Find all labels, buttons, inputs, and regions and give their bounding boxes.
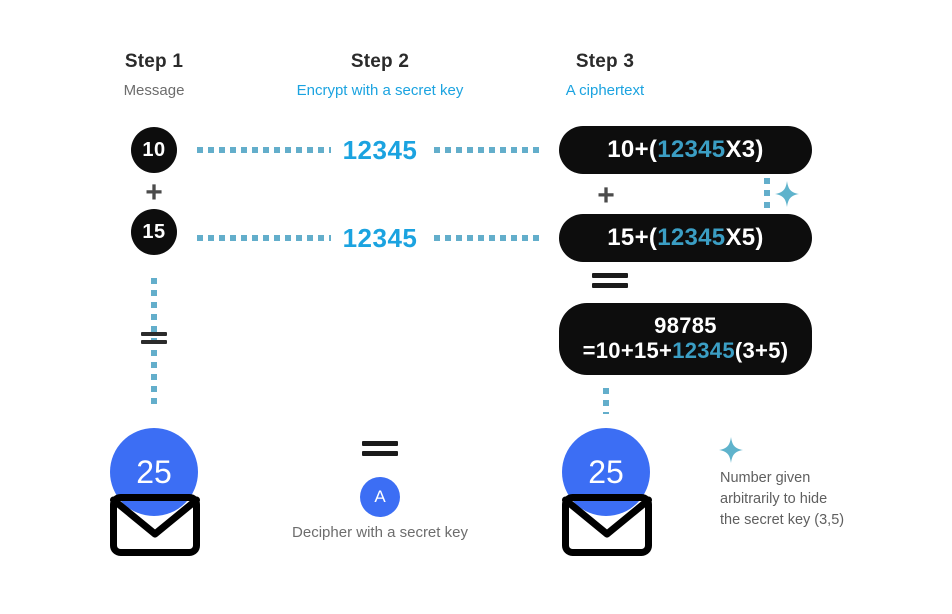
connector-s1-s2-top (197, 147, 331, 153)
pill-bottom-line2-prefix: =10+15+ (582, 338, 673, 363)
pill-bottom-line2-key: 12345 (672, 338, 735, 363)
message-value-15: 15 (131, 209, 177, 255)
pill-mid-multiplier: X5 (725, 223, 756, 251)
step1-result-circle: 25 (110, 428, 198, 516)
secret-key-top: 12345 (342, 135, 418, 165)
ciphertext-pill-top: 10+(12345X3) (559, 126, 812, 174)
pill-mid-open-paren: ( (648, 223, 658, 251)
step3-result-circle: 25 (562, 428, 650, 516)
step-1-subtitle: Message (123, 82, 185, 99)
pill-bottom-line2-suffix: (3+5) (734, 338, 789, 363)
step2-decipher-circle: A (360, 477, 400, 517)
ciphertext-pill-mid: 15+(12345X5) (559, 214, 812, 262)
step-3-subtitle: A ciphertext (565, 82, 645, 99)
pill-top-open-paren: ( (648, 135, 658, 163)
secret-key-bottom: 12345 (342, 223, 418, 253)
legend-line-3: the secret key (3,5) (720, 512, 845, 529)
connector-s2-s3-top (434, 147, 542, 153)
legend-description: Number given arbitrarily to hide the sec… (720, 468, 890, 531)
step2-caption: Decipher with a secret key (292, 524, 468, 541)
step3-envelope-icon (562, 494, 652, 556)
pill-top-close-paren: ) (755, 135, 764, 163)
pill-mid-key: 12345 (657, 223, 726, 251)
step-3-title: Step 3 (575, 51, 635, 72)
step3-vertical-dotted-line (603, 388, 609, 414)
legend-line-1: Number given (720, 470, 811, 486)
step3-plus-operator: + (597, 179, 615, 212)
sparkle-dotted-tick (764, 178, 770, 214)
sparkle-icon-inline (775, 181, 799, 207)
pill-top-prefix: 10+ (607, 135, 649, 163)
connector-s2-s3-bottom (434, 235, 542, 241)
step1-equals-operator (141, 332, 167, 346)
message-value-10: 10 (131, 127, 177, 173)
step-1-title: Step 1 (124, 51, 184, 72)
step1-envelope-icon (110, 494, 200, 556)
pill-top-multiplier: X3 (725, 135, 756, 163)
ciphertext-pill-bottom: 98785 =10+15+12345(3+5) (559, 303, 812, 375)
step1-plus-operator: + (145, 176, 163, 209)
step3-equals-operator (592, 273, 628, 291)
legend-sparkle-icon (719, 437, 743, 463)
pill-top-key: 12345 (657, 135, 726, 163)
step-2-title: Step 2 (350, 51, 410, 72)
pill-mid-prefix: 15+ (607, 223, 649, 251)
legend-line-2: arbitrarily to hide (720, 491, 828, 508)
step2-equals-operator (362, 441, 398, 459)
pill-bottom-line1: 98785 (654, 313, 717, 339)
connector-s1-s2-bottom (197, 235, 331, 241)
pill-mid-close-paren: ) (755, 223, 764, 251)
step-2-subtitle: Encrypt with a secret key (296, 82, 464, 99)
